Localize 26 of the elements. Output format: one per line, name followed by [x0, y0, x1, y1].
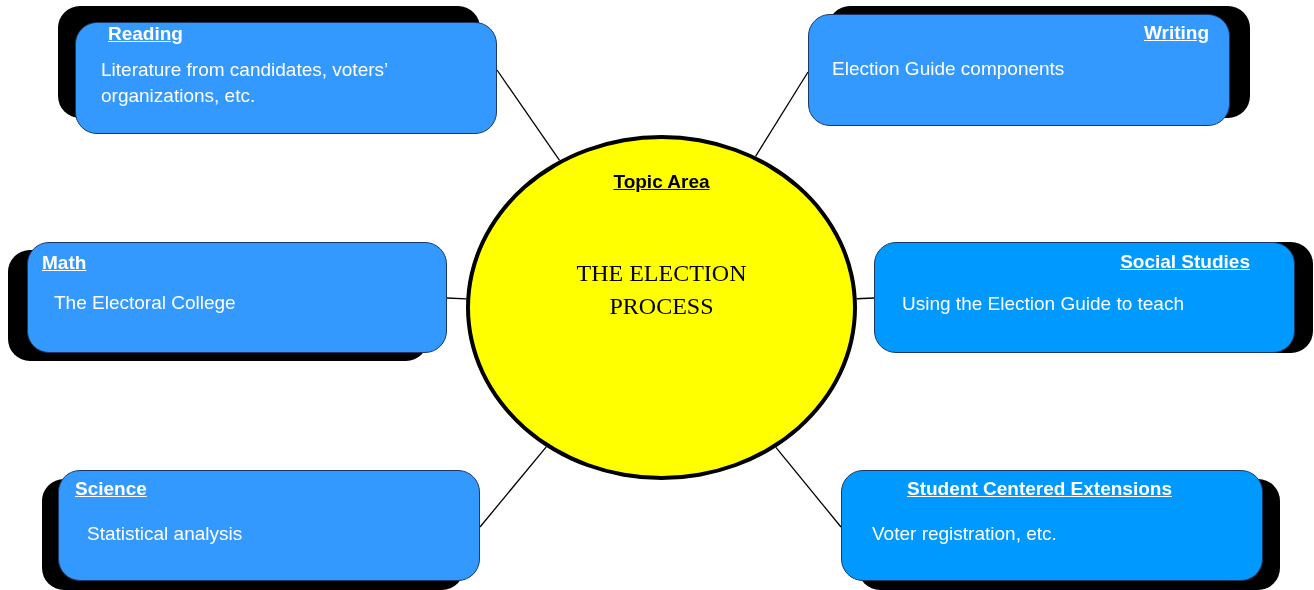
subject-card	[841, 470, 1263, 581]
subject-heading: Science	[75, 478, 147, 500]
subject-card	[75, 22, 497, 134]
subject-description: Literature from candidates, voters’ organizations, etc.	[101, 58, 389, 108]
connector-line	[775, 446, 842, 528]
topic-heading: Topic Area	[612, 171, 711, 193]
connector-line	[496, 69, 561, 161]
subject-heading: Social Studies	[1120, 251, 1250, 273]
subject-card	[58, 470, 480, 581]
subject-card	[27, 242, 447, 353]
connector-line	[479, 446, 547, 528]
topic-title: THE ELECTION PROCESS	[575, 259, 748, 321]
connector-line	[754, 71, 809, 157]
subject-description: Using the Election Guide to teach	[902, 292, 1185, 316]
subject-heading: Writing	[1143, 22, 1209, 44]
subject-description: The Electoral College	[54, 291, 237, 315]
subject-description: Election Guide components	[832, 57, 1066, 81]
connector-line	[856, 297, 875, 300]
subject-description: Voter registration, etc.	[872, 522, 1058, 546]
subject-description: Statistical analysis	[87, 522, 244, 546]
subject-heading: Math	[42, 252, 87, 274]
subject-heading: Reading	[108, 23, 183, 45]
connector-line	[446, 297, 467, 300]
subject-heading: Student Centered Extensions	[907, 478, 1172, 500]
subject-card	[808, 14, 1230, 126]
subject-card	[874, 242, 1295, 353]
